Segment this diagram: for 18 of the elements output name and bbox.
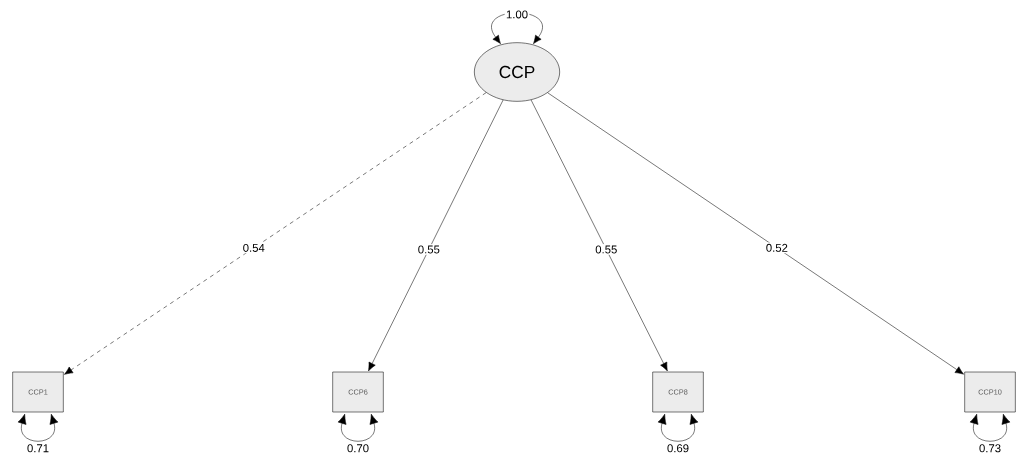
path-arrow <box>17 413 59 442</box>
edge-label: 0.73 <box>977 442 1003 454</box>
edge-label: 0.55 <box>593 244 619 255</box>
edge-label: 0.54 <box>241 242 267 254</box>
path-arrow <box>337 413 379 442</box>
edge-label: 0.70 <box>345 442 371 454</box>
path-arrow <box>368 99 504 372</box>
edge-label: 0.71 <box>25 442 51 454</box>
edge-label: 1.00 <box>504 9 530 20</box>
path-arrow <box>547 92 964 375</box>
path-arrow <box>491 12 543 44</box>
path-arrow <box>64 92 487 375</box>
path-arrow <box>530 99 668 372</box>
edge-label: 0.69 <box>665 442 691 454</box>
edge-label: 0.52 <box>764 242 790 254</box>
path-arrow <box>657 413 699 442</box>
path-arrow <box>969 413 1011 442</box>
edge-label: 0.55 <box>416 244 442 255</box>
